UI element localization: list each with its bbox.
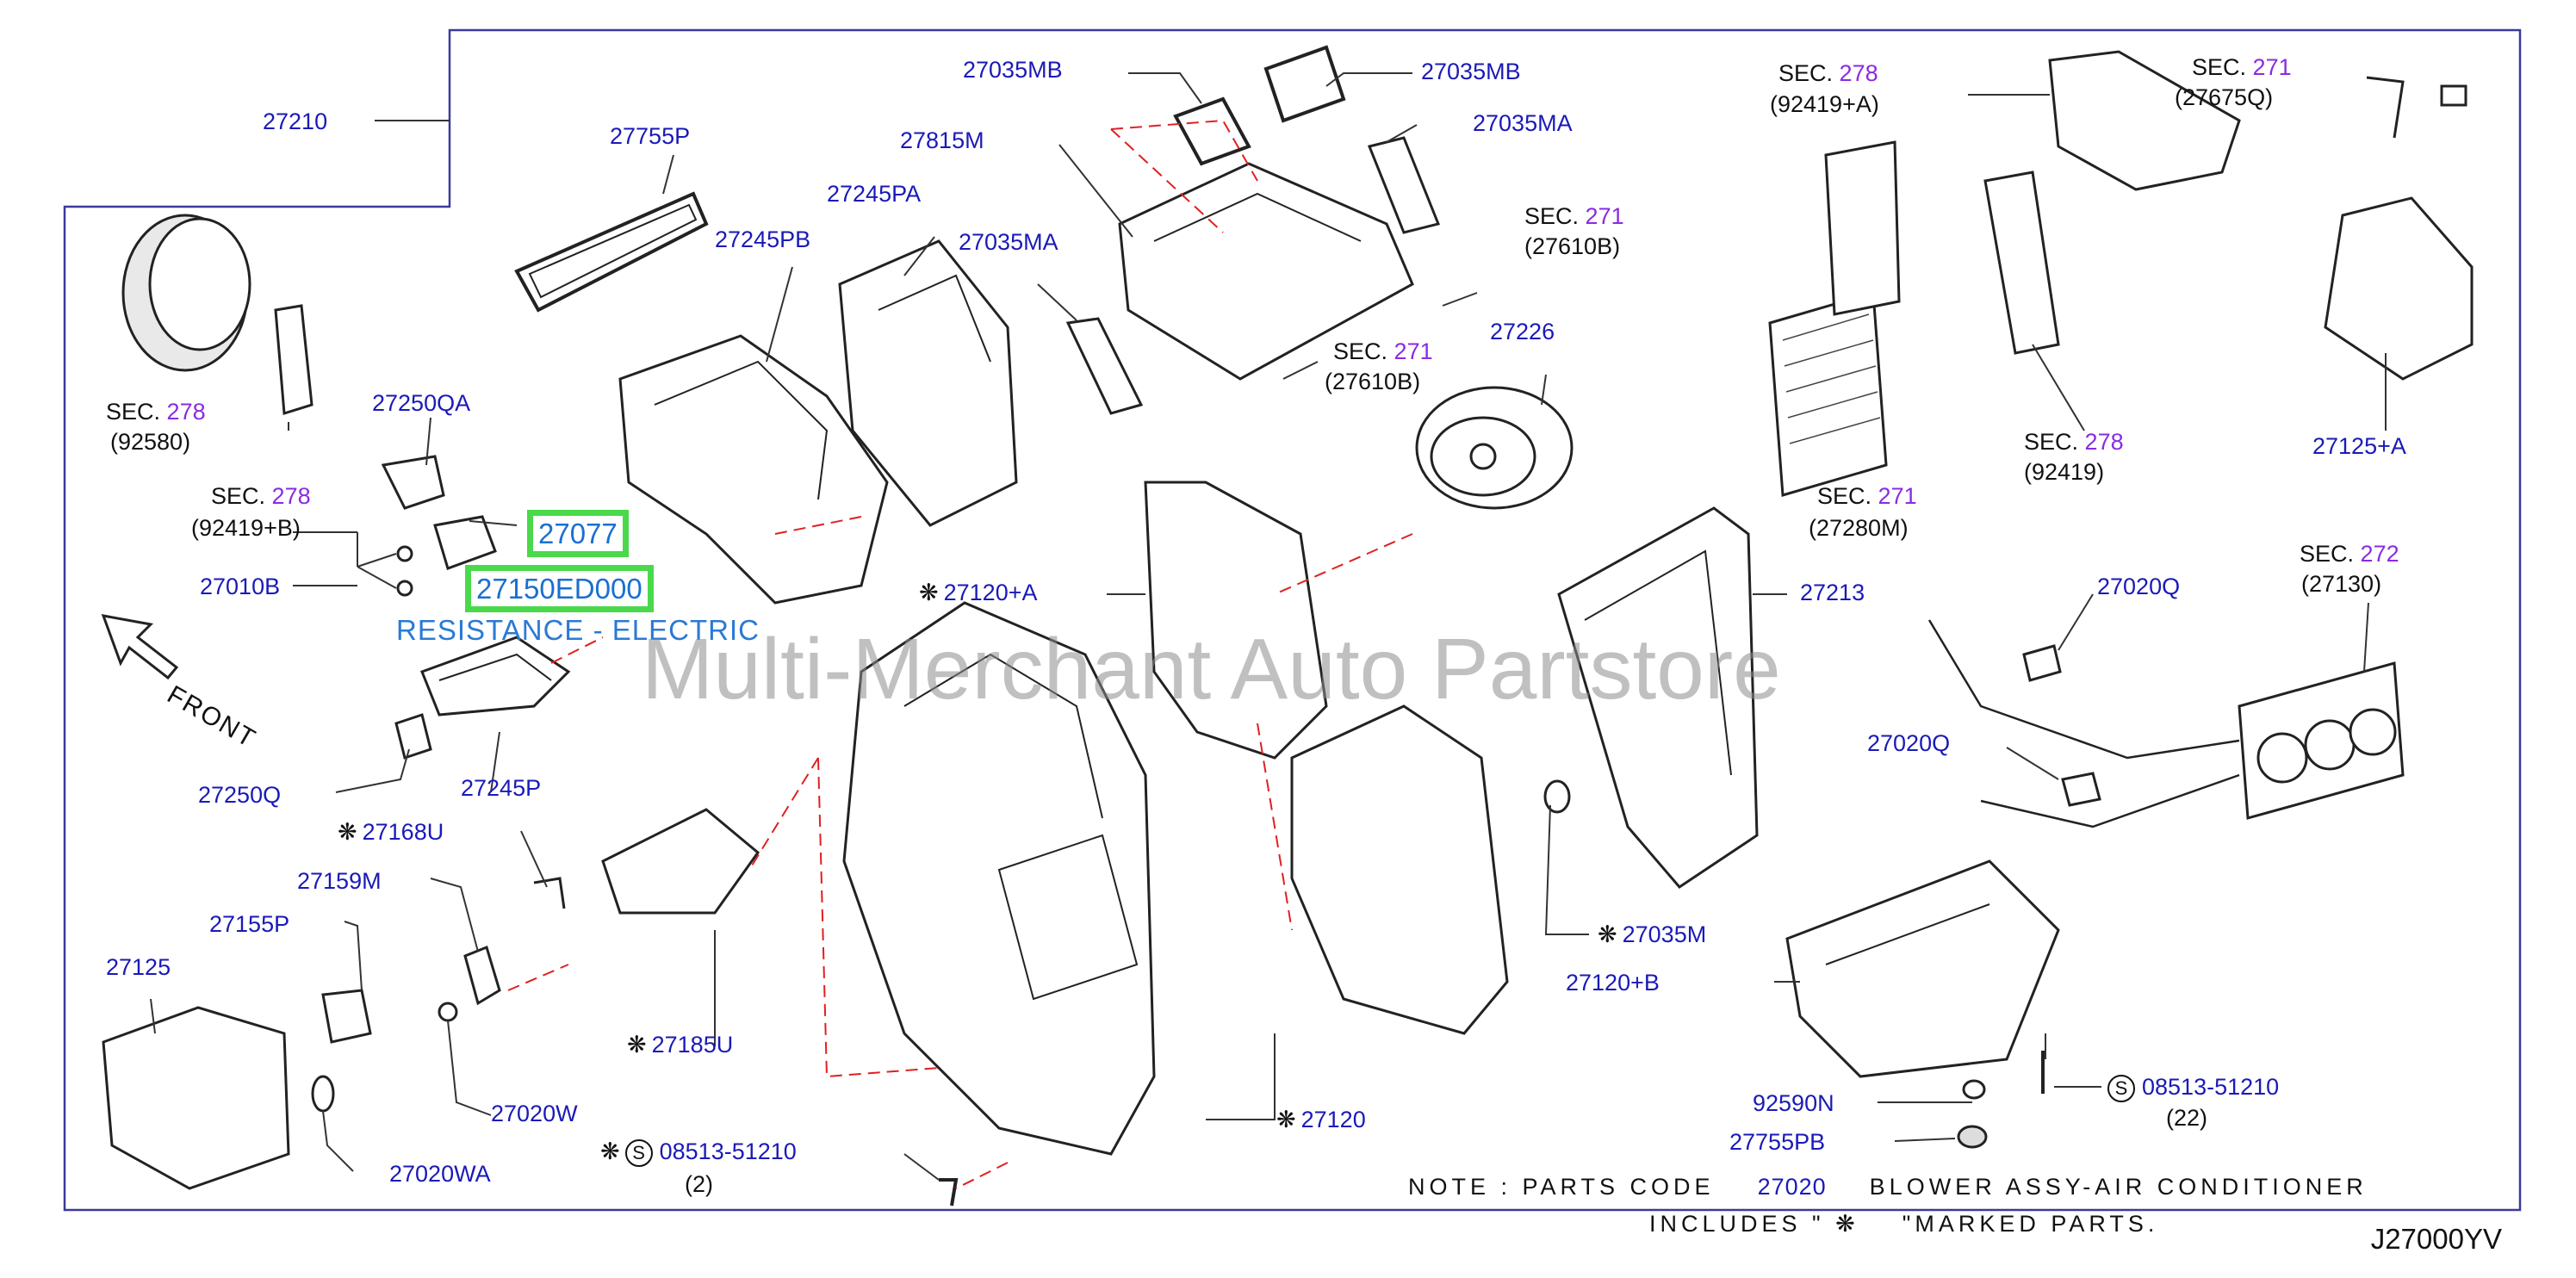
label-27010B: 27010B (200, 574, 281, 599)
intake-housing-part (618, 334, 889, 605)
section-ref-92419b: SEC. 278 (211, 483, 311, 509)
label-27035MB-b: 27035MB (1421, 59, 1521, 84)
label-27250QA: 27250QA (372, 390, 471, 416)
qty-08513-a: (2) (685, 1171, 713, 1197)
label-27035M: ❋27035M (1598, 921, 1707, 947)
section-ref-27610b-a: SEC. 271 (1524, 203, 1624, 229)
bracket-part (274, 304, 313, 415)
label-27120B: 27120+B (1566, 970, 1660, 996)
section-ref-27280m: SEC. 271 (1817, 483, 1917, 509)
housing-27245p-part (420, 636, 571, 717)
section-code-27610b-b: (27610B) (1325, 369, 1421, 394)
note-line-1: NOTE : PARTS CODE 27020 BLOWER ASSY-AIR … (1408, 1174, 2368, 1200)
gear-27155p-part (321, 989, 372, 1044)
heater-unit-27120b-part (1290, 704, 1509, 1035)
label-27120: ❋27120 (1276, 1107, 1366, 1132)
label-27120A: ❋27120+A (919, 580, 1038, 605)
label-27755P: 27755P (610, 123, 691, 149)
label-27185U: ❋27185U (627, 1032, 734, 1058)
seal-27035ma-b-part (1065, 317, 1144, 415)
filter-drum-part (121, 214, 251, 372)
section-ref-27130: SEC. 272 (2300, 541, 2399, 567)
figure-code: J27000YV (2370, 1223, 2502, 1255)
front-arrow-icon (101, 614, 179, 680)
actuator-27185u-part (601, 808, 760, 915)
qty-08513-b: (22) (2166, 1105, 2208, 1131)
section-ref-92580: SEC. 278 (106, 399, 206, 425)
label-27020Q-b: 27020Q (1867, 730, 1951, 756)
seal-92419-part (1983, 171, 2060, 355)
heater-unit-27120-part (842, 601, 1156, 1156)
label-27035MA-a: 27035MA (1473, 110, 1573, 136)
resistor-part (433, 515, 497, 570)
label-27125: 27125 (106, 954, 171, 980)
label-27210: 27210 (263, 109, 328, 134)
lever-27250qa-part (381, 455, 445, 510)
highlight-part-27077[interactable]: 27077 (527, 510, 629, 557)
section-code-27610b-a: (27610B) (1524, 233, 1621, 259)
gasket-27755p-part (514, 191, 709, 313)
section-code-92580: (92580) (110, 429, 191, 455)
label-27245P: 27245P (461, 775, 542, 801)
part-description: RESISTANCE - ELECTRIC (396, 614, 760, 646)
label-27020WA: 27020WA (389, 1161, 491, 1187)
watermark: Multi-Merchant Auto Partstore (642, 621, 1781, 717)
label-27245PA: 27245PA (827, 181, 922, 207)
note-line-2: INCLUDES " ❋ "MARKED PARTS. (1649, 1211, 2159, 1237)
section-code-27130: (27130) (2301, 571, 2382, 597)
label-27020W: 27020W (491, 1101, 578, 1126)
seal-27035mb-a-part (1173, 96, 1251, 166)
label-27226: 27226 (1490, 319, 1555, 344)
lever-27250q-part (394, 713, 432, 760)
label-27250Q: 27250Q (198, 782, 282, 808)
section-ref-27675q: SEC. 271 (2192, 54, 2292, 80)
duct-92419a-part (2048, 50, 2241, 191)
section-ref-27610b-b: SEC. 271 (1333, 338, 1433, 364)
label-92590N: 92590N (1753, 1090, 1834, 1116)
section-code-27280m: (27280M) (1809, 515, 1909, 541)
label-27035MB-a: 27035MB (963, 57, 1063, 83)
section-code-92419: (92419) (2024, 459, 2105, 485)
lower-case-part (1785, 859, 2060, 1078)
label-27755PB: 27755PB (1729, 1129, 1826, 1155)
highlight-part-27150ed000[interactable]: 27150ED000 (465, 565, 654, 612)
housing-27125a-part (2324, 196, 2474, 381)
label-27159M: 27159M (297, 868, 382, 894)
label-27035MA-b: 27035MA (959, 229, 1058, 255)
label-27245PB: 27245PB (715, 226, 811, 252)
label-27125A: 27125+A (2312, 433, 2406, 459)
section-code-92419b: (92419+B) (191, 515, 301, 541)
section-code-27675q: (27675Q) (2175, 84, 2274, 110)
label-27168U: ❋27168U (338, 819, 444, 845)
case-27815m-part (1118, 162, 1414, 381)
label-27213: 27213 (1800, 580, 1865, 605)
section-ref-92419a: SEC. 278 (1778, 60, 1878, 86)
seal-27035mb-b-part (1263, 45, 1346, 123)
blower-motor-part (1415, 386, 1574, 510)
upper-duct-part (838, 239, 1018, 527)
section-code-92419a: (92419+A) (1770, 91, 1879, 117)
housing-27125-part (102, 1006, 290, 1190)
label-27155P: 27155P (209, 911, 290, 937)
seal-27035ma-a-part (1367, 136, 1441, 234)
control-panel-part (2238, 661, 2405, 820)
label-27020Q-a: 27020Q (2097, 574, 2181, 599)
diagram-frame (63, 28, 2522, 1212)
link-27159m-part (463, 945, 501, 1006)
duct-27213-part (1557, 506, 1759, 889)
label-27815M: 27815M (900, 127, 984, 153)
section-ref-92419: SEC. 278 (2024, 429, 2124, 455)
heater-unit-27120a-part (1144, 481, 1328, 760)
